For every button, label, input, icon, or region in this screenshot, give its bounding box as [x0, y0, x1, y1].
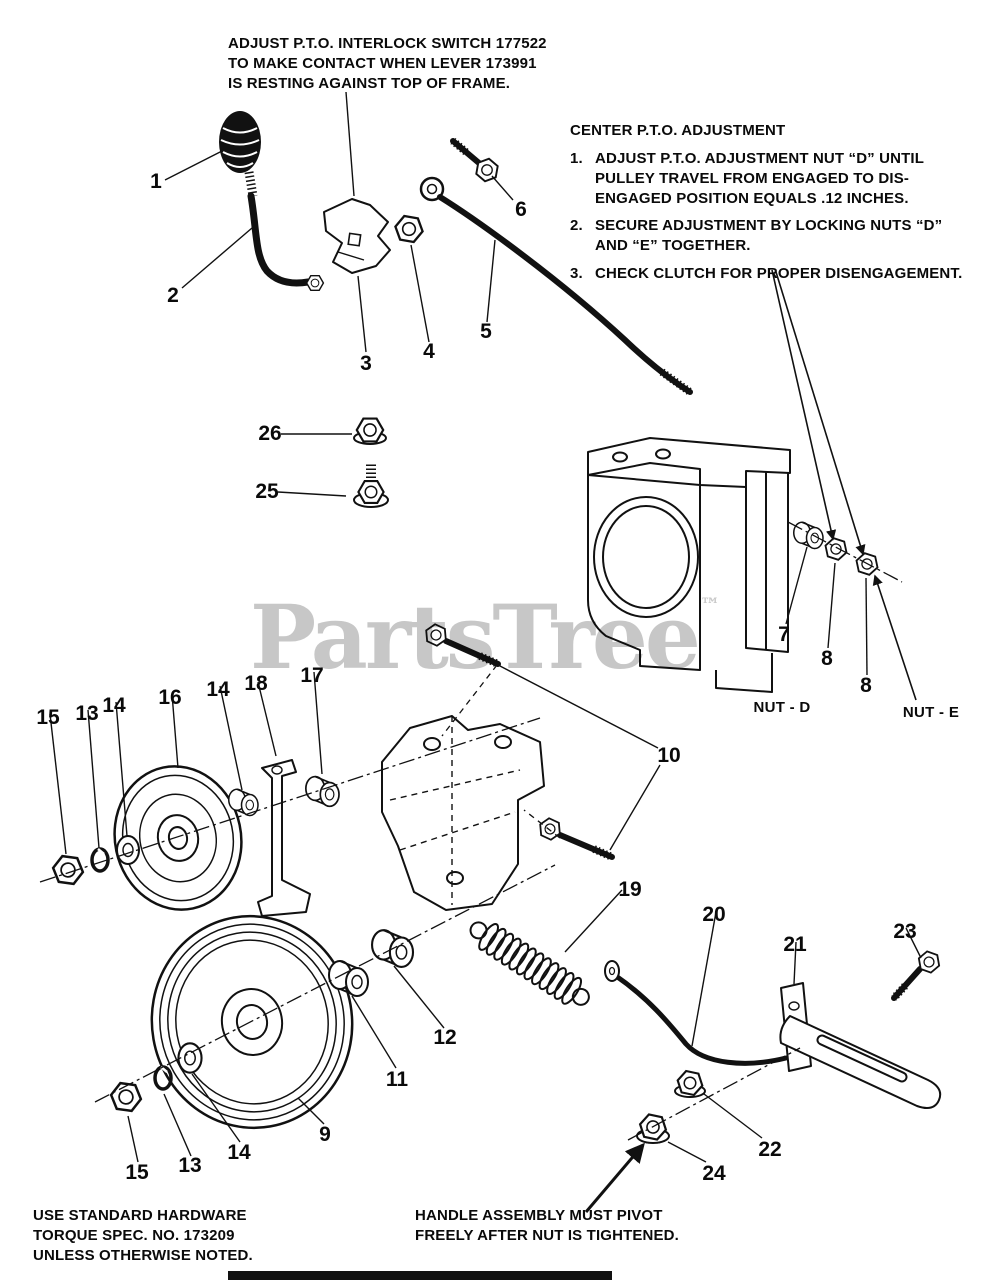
part-number-26: 26	[258, 422, 281, 445]
pto-step-number: 3.	[570, 264, 583, 282]
part-nut-4	[392, 213, 426, 245]
part-number-2: 2	[167, 284, 179, 307]
label-nut-d: NUT - D	[753, 699, 810, 716]
part-number-3: 3	[360, 352, 372, 375]
part-number-18: 18	[244, 672, 268, 695]
callout-arrows	[584, 269, 917, 1213]
part-bolt-23	[891, 946, 945, 1001]
part-number-10: 10	[657, 744, 680, 767]
pto-step-3: 3. CHECK CLUTCH FOR PROPER DISENGAGEMENT…	[570, 264, 994, 284]
part-number-19: 19	[618, 878, 641, 901]
part-bolt-10b	[535, 815, 615, 861]
part-number-13: 13	[178, 1154, 201, 1177]
label-nut-e: NUT - E	[903, 704, 959, 721]
pto-step-2: 2. SECURE ADJUSTMENT BY LOCKING NUTS “D”…	[570, 216, 994, 256]
part-idler-bracket-18	[257, 759, 311, 917]
part-handle-arm	[779, 1015, 942, 1109]
part-switch-bracket	[323, 198, 391, 274]
part-number-22: 22	[758, 1138, 781, 1161]
part-nut-24	[636, 1111, 670, 1144]
part-number-14: 14	[227, 1141, 251, 1164]
part-bolt-10a	[421, 621, 501, 668]
part-number-9: 9	[319, 1123, 331, 1146]
part-number-20: 20	[702, 903, 725, 926]
note-handle-assembly: HANDLE ASSEMBLY MUST PIVOT FREELY AFTER …	[415, 1207, 679, 1244]
part-pulley-9	[150, 914, 354, 1130]
part-pulley-16	[113, 765, 243, 911]
part-nut-15a	[50, 853, 86, 887]
part-number-14: 14	[102, 694, 126, 717]
part-number-24: 24	[702, 1162, 726, 1185]
leader-lines	[49, 91, 922, 1163]
pto-step-1: 1. ADJUST P.T.O. ADJUSTMENT NUT “D” UNTI…	[570, 149, 994, 208]
part-number-6: 6	[515, 198, 527, 221]
part-number-25: 25	[255, 480, 279, 503]
part-number-4: 4	[423, 340, 435, 363]
part-frame-bracket	[587, 437, 791, 693]
part-number-11: 11	[386, 1068, 409, 1091]
part-washer-14a	[116, 835, 140, 865]
part-number-16: 16	[158, 686, 181, 709]
part-spring-19	[469, 921, 590, 1006]
part-number-7: 7	[778, 623, 790, 646]
part-nut-26	[353, 417, 387, 445]
pto-step-text: ADJUST P.T.O. ADJUSTMENT NUT “D” UNTIL P…	[595, 150, 924, 207]
part-number-1: 1	[150, 170, 162, 193]
part-nut-d	[821, 535, 851, 563]
part-number-14: 14	[206, 678, 230, 701]
note-center-pto-adjustment: CENTER P.T.O. ADJUSTMENT 1. ADJUST P.T.O…	[570, 122, 994, 292]
part-number-23: 23	[893, 920, 916, 943]
part-clutch-rod-20	[604, 960, 789, 1066]
pto-title: CENTER P.T.O. ADJUSTMENT	[570, 122, 786, 139]
part-number-12: 12	[433, 1026, 456, 1049]
part-spacer-17	[305, 775, 340, 808]
page-edge-bar	[228, 1271, 612, 1280]
part-number-15: 15	[36, 706, 60, 729]
part-number-8: 8	[821, 647, 833, 670]
part-spacer-7	[793, 521, 824, 550]
note-standard-hardware: USE STANDARD HARDWARE TORQUE SPEC. NO. 1…	[33, 1207, 253, 1264]
part-bolt-25	[353, 462, 389, 508]
pto-step-number: 1.	[570, 150, 583, 167]
part-lever-rod	[247, 192, 325, 291]
pto-step-number: 2.	[570, 217, 583, 235]
center-lines	[39, 521, 903, 1141]
part-number-21: 21	[783, 933, 807, 956]
pto-step-text: SECURE ADJUSTMENT BY LOCKING NUTS “D” AN…	[595, 217, 943, 255]
part-number-17: 17	[300, 664, 323, 687]
part-washer-14c	[177, 1042, 203, 1074]
part-number-8: 8	[860, 674, 872, 697]
part-number-15: 15	[125, 1161, 149, 1184]
part-nut-22	[674, 1068, 706, 1098]
part-bolt-6	[450, 137, 504, 186]
part-mount-bracket	[381, 715, 545, 911]
pto-step-text: CHECK CLUTCH FOR PROPER DISENGAGEMENT.	[595, 264, 963, 282]
trademark-symbol: ™	[700, 593, 720, 617]
part-adjust-rod	[419, 176, 693, 396]
part-number-5: 5	[480, 320, 492, 343]
part-knob	[219, 111, 261, 197]
part-number-13: 13	[75, 702, 98, 725]
partstree-watermark: PartsTree	[250, 585, 698, 689]
note-interlock-switch: ADJUST P.T.O. INTERLOCK SWITCH 177522 TO…	[228, 35, 547, 92]
